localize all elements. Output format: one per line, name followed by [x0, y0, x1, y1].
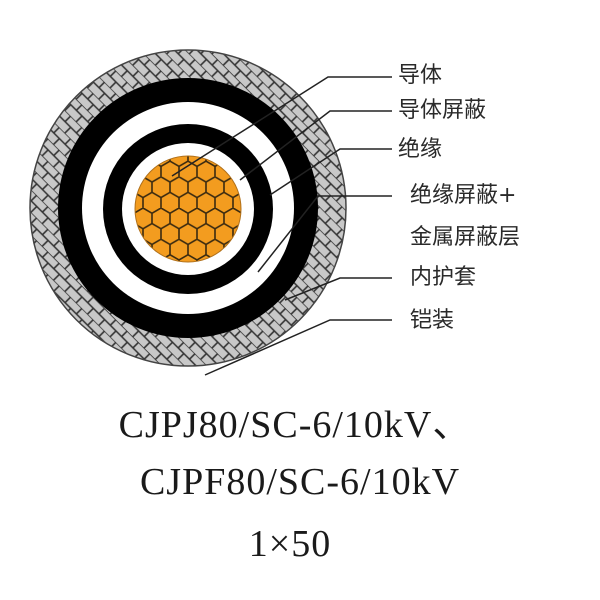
label-insulation: 绝缘	[398, 137, 443, 162]
leader-armor	[204, 319, 392, 376]
label-conductor-shield: 导体屏蔽	[398, 98, 487, 123]
label-armor: 铠装	[410, 308, 455, 333]
model-line-2: CJPF80/SC-6/10kV	[139, 461, 461, 503]
leader-conductor	[171, 76, 392, 177]
leader-insulation	[269, 148, 392, 196]
label-conductor: 导体	[398, 63, 443, 88]
model-line-3: 1×50	[248, 523, 332, 565]
leader-lines	[171, 76, 392, 376]
leader-inner-sheath	[284, 277, 392, 301]
label-inner-sheath: 内护套	[410, 265, 477, 290]
label-metal-shield: 金属屏蔽层	[410, 225, 521, 250]
leader-insulation-shield	[257, 195, 392, 273]
conductor-core	[134, 155, 242, 263]
model-line-1: CJPJ80/SC-6/10kV、	[118, 404, 472, 446]
leader-conductor-shield	[239, 110, 392, 181]
label-insulation-shield: 绝缘屏蔽+	[410, 183, 517, 208]
